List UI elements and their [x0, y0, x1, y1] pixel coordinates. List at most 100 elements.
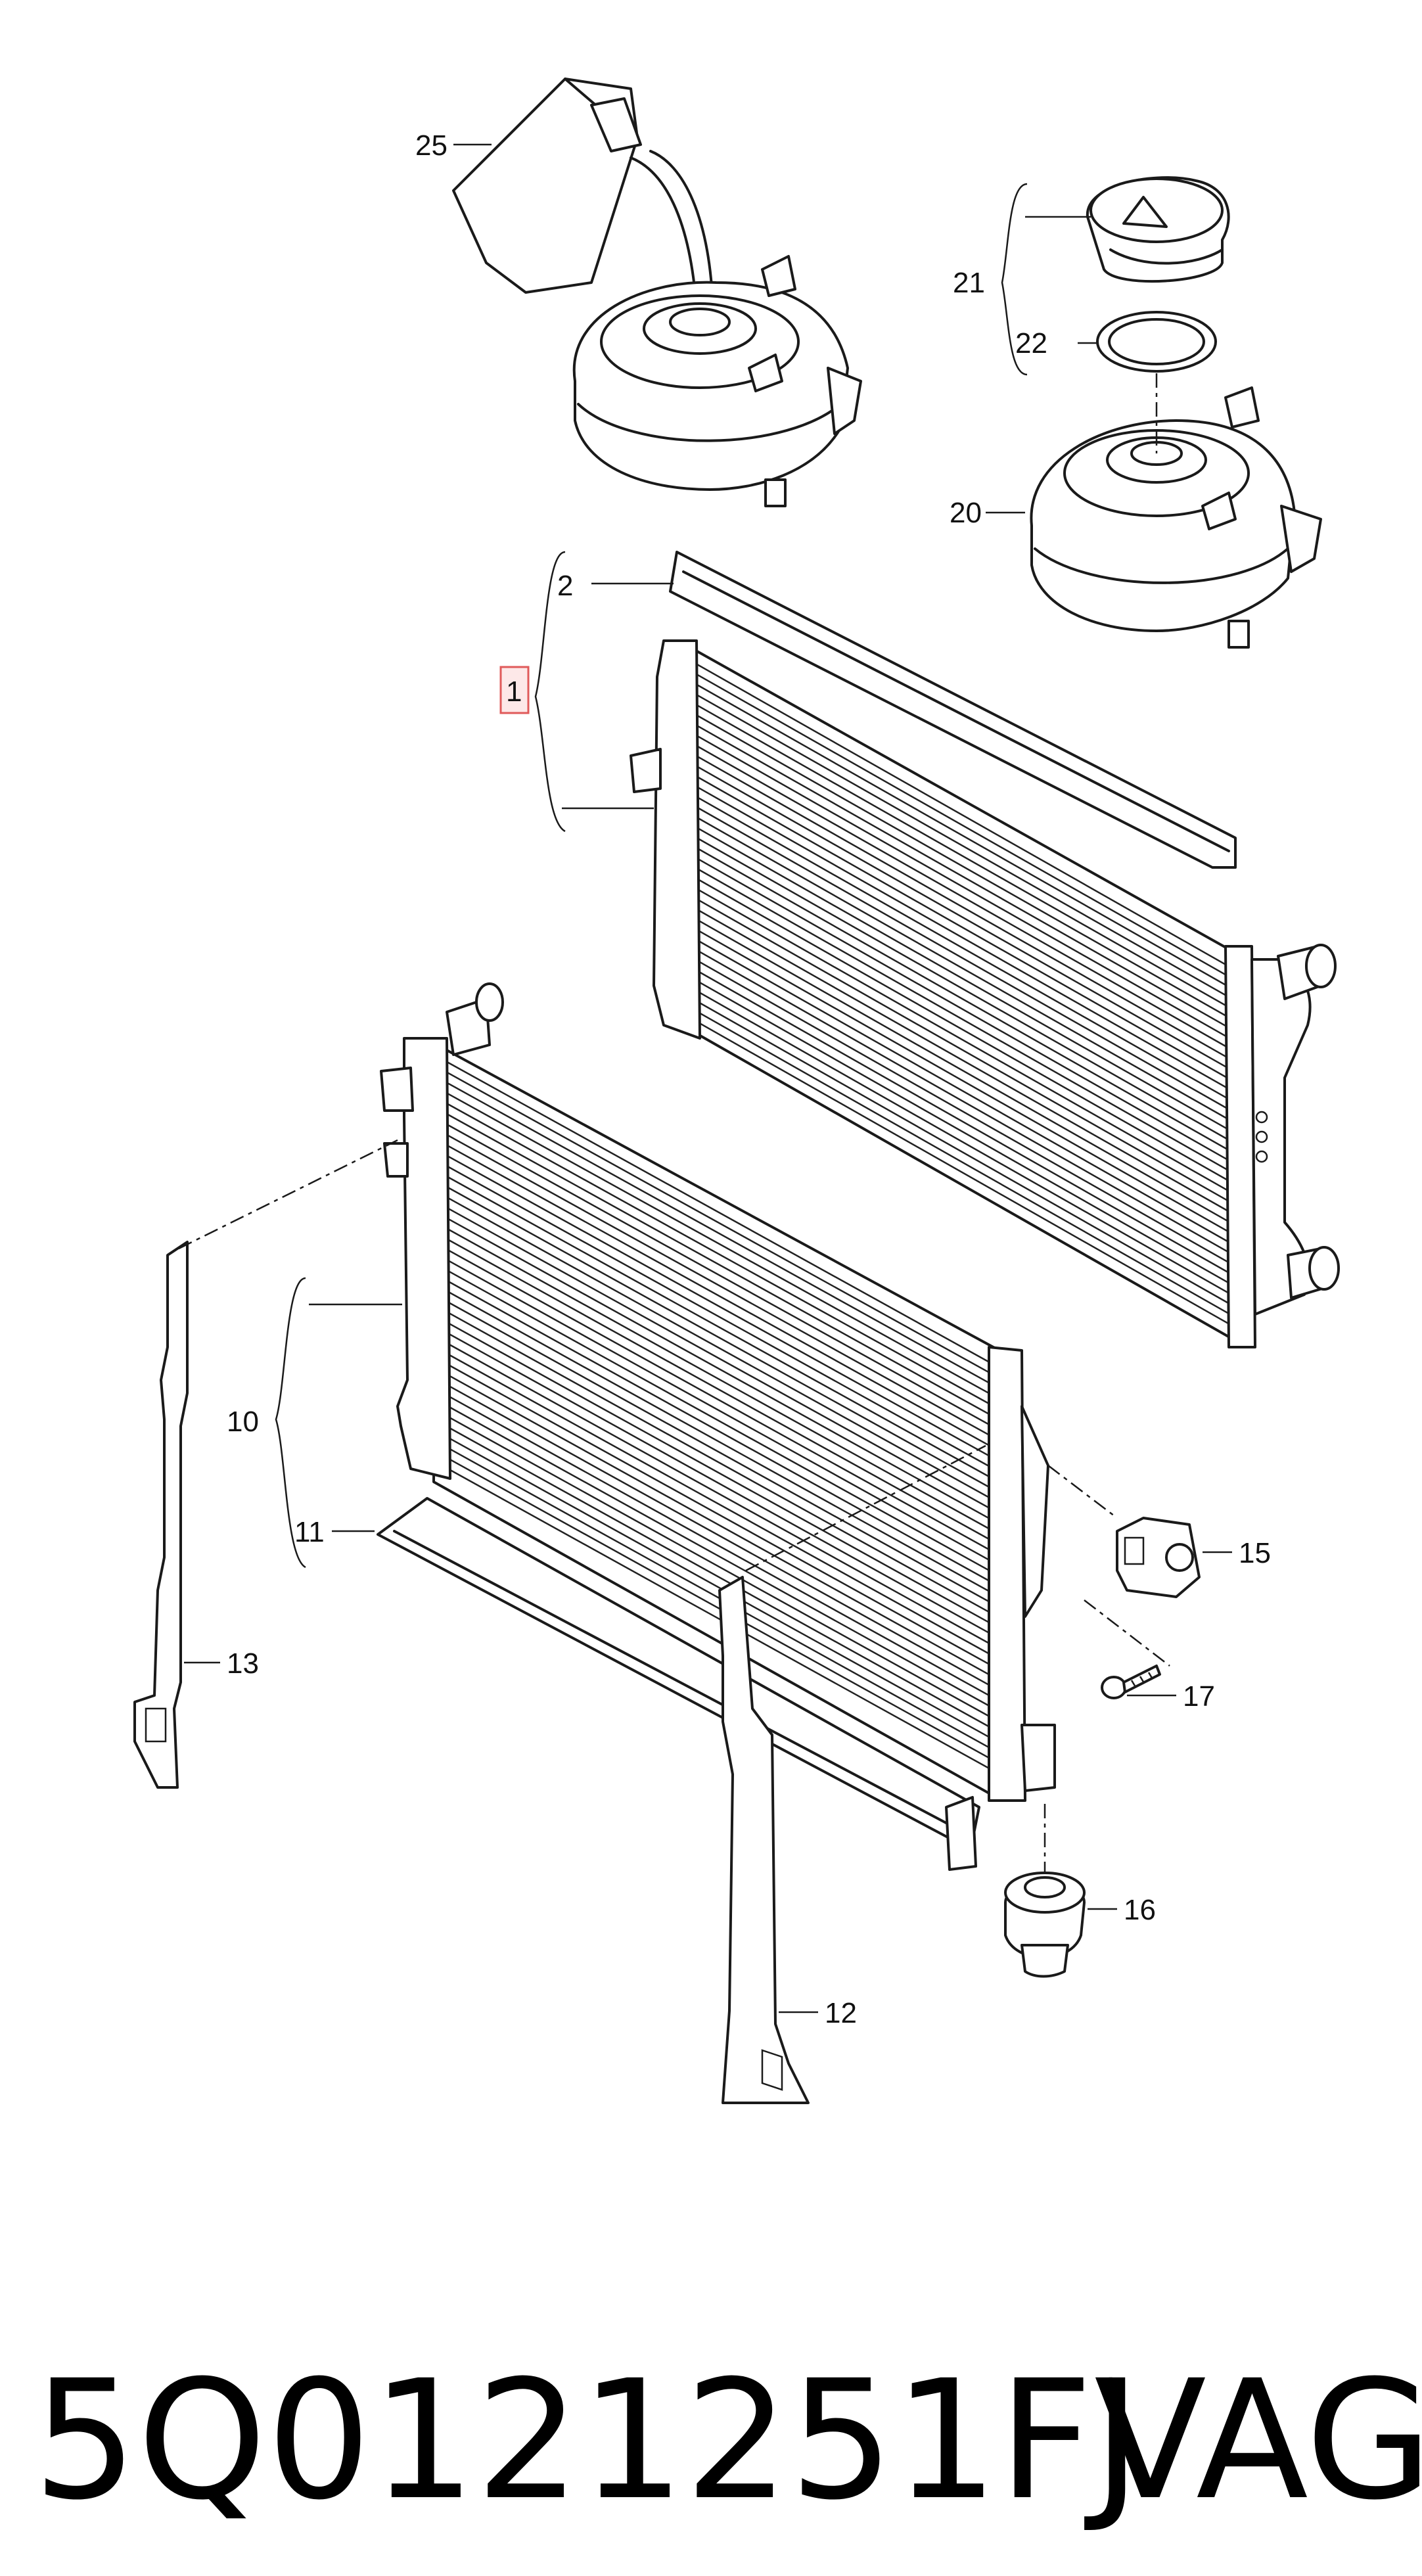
- upper-radiator: [630, 551, 1340, 1348]
- radiator-fin: [446, 1342, 999, 1649]
- radiator-fin: [696, 683, 1229, 988]
- callout-22: 22: [1015, 327, 1047, 359]
- radiator-fin: [696, 714, 1229, 1019]
- expansion-tank-top: [572, 255, 862, 507]
- radiator-fin: [696, 735, 1229, 1039]
- radiator-fin: [446, 1415, 999, 1722]
- callout-10: 10: [227, 1406, 259, 1438]
- radiator-fin: [696, 877, 1229, 1182]
- callout-1: 1: [506, 676, 522, 708]
- radiator-fin: [446, 1249, 999, 1556]
- screw: [1101, 1665, 1161, 1699]
- radiator-fin: [696, 847, 1229, 1151]
- left-air-guide: [133, 1241, 189, 1789]
- seal-ring: [1096, 311, 1217, 373]
- radiator-fin: [446, 1331, 999, 1640]
- radiator-fin: [446, 1322, 999, 1629]
- radiator-fin: [696, 816, 1229, 1120]
- radiator-fin: [446, 1103, 999, 1410]
- radiator-fin: [446, 1217, 999, 1525]
- radiator-fin: [696, 1010, 1229, 1315]
- radiator-fin: [696, 929, 1229, 1233]
- radiator-fin: [446, 1238, 999, 1546]
- rubber-mount: [1004, 1872, 1086, 1978]
- mount-bracket: [1116, 1517, 1201, 1598]
- callout-1-highlight: [499, 666, 530, 714]
- radiator-fin: [446, 1394, 999, 1702]
- radiator-fin: [696, 796, 1229, 1100]
- lower-radiator: [380, 982, 1056, 1802]
- filler-cap: [1086, 176, 1230, 283]
- radiator-fin: [446, 1186, 999, 1494]
- axis-12: [745, 1444, 986, 1572]
- radiator-fin: [696, 724, 1229, 1028]
- right-air-guide: [718, 1576, 810, 2104]
- bracket-10: [275, 1277, 306, 1569]
- radiator-fin: [696, 755, 1229, 1059]
- radiator-fin: [446, 1363, 999, 1670]
- radiator-fin: [446, 1258, 999, 1567]
- radiator-fin: [696, 888, 1229, 1192]
- radiator-fin: [696, 806, 1229, 1111]
- radiator-fin: [446, 1279, 999, 1587]
- radiator-fin: [696, 837, 1229, 1141]
- radiator-fin: [696, 663, 1229, 967]
- radiator-fin: [446, 1352, 999, 1660]
- lower-seal-strip: [377, 1497, 980, 1871]
- radiator-fin: [446, 1373, 999, 1681]
- axis-15: [1047, 1465, 1118, 1519]
- radiator-fin: [446, 1269, 999, 1577]
- radiator-fin: [696, 673, 1229, 978]
- radiator-fin: [446, 1061, 999, 1368]
- axis-17: [1084, 1599, 1170, 1667]
- radiator-fin: [446, 1113, 999, 1421]
- callout-11: 11: [294, 1516, 325, 1548]
- radiator-fin: [446, 1290, 999, 1598]
- radiator-fin: [696, 939, 1229, 1243]
- radiator-fin: [446, 1092, 999, 1400]
- part-number: 5Q0121251FJ: [33, 2345, 1141, 2536]
- bracket-21: [1001, 183, 1028, 376]
- radiator-fin: [446, 1196, 999, 1504]
- radiator-fin: [446, 1207, 999, 1514]
- radiator-fin: [446, 1165, 999, 1473]
- radiator-fin: [446, 1176, 999, 1483]
- radiator-fin: [696, 745, 1229, 1049]
- radiator-fin: [446, 1404, 999, 1713]
- radiator-fin: [696, 827, 1229, 1131]
- radiator-fin: [696, 949, 1229, 1253]
- callout-20: 20: [950, 497, 982, 529]
- radiator-fin: [696, 765, 1229, 1070]
- callout-2: 2: [557, 570, 573, 602]
- radiator-fin: [696, 969, 1229, 1274]
- radiator-fin: [446, 1134, 999, 1441]
- radiator-fin: [446, 1144, 999, 1452]
- radiator-fin: [696, 775, 1229, 1080]
- brand-name: VAG: [1094, 2345, 1422, 2536]
- radiator-fin: [446, 1300, 999, 1608]
- radiator-fin: [446, 1071, 999, 1379]
- radiator-fin: [446, 1228, 999, 1535]
- radiator-fin: [446, 1384, 999, 1691]
- radiator-fin: [446, 1123, 999, 1431]
- radiator-fin: [696, 1021, 1229, 1325]
- coolant-bottle: [452, 78, 714, 310]
- callout-15: 15: [1239, 1537, 1271, 1569]
- radiator-fin: [446, 1082, 999, 1389]
- radiator-fin: [696, 704, 1229, 1008]
- radiator-fin: [696, 959, 1229, 1264]
- radiator-fin: [696, 908, 1229, 1212]
- radiator-fin: [696, 980, 1229, 1284]
- callout-12: 12: [825, 1997, 857, 2029]
- bracket-1: [534, 551, 566, 833]
- radiator-fin: [696, 867, 1229, 1172]
- radiator-fin: [696, 990, 1229, 1294]
- radiator-fin: [446, 1425, 999, 1733]
- callout-13: 13: [227, 1647, 259, 1680]
- radiator-fin: [696, 694, 1229, 998]
- expansion-tank-right: [1030, 386, 1322, 649]
- callout-25: 25: [415, 129, 447, 162]
- radiator-fin: [446, 1311, 999, 1619]
- callout-17: 17: [1183, 1680, 1215, 1713]
